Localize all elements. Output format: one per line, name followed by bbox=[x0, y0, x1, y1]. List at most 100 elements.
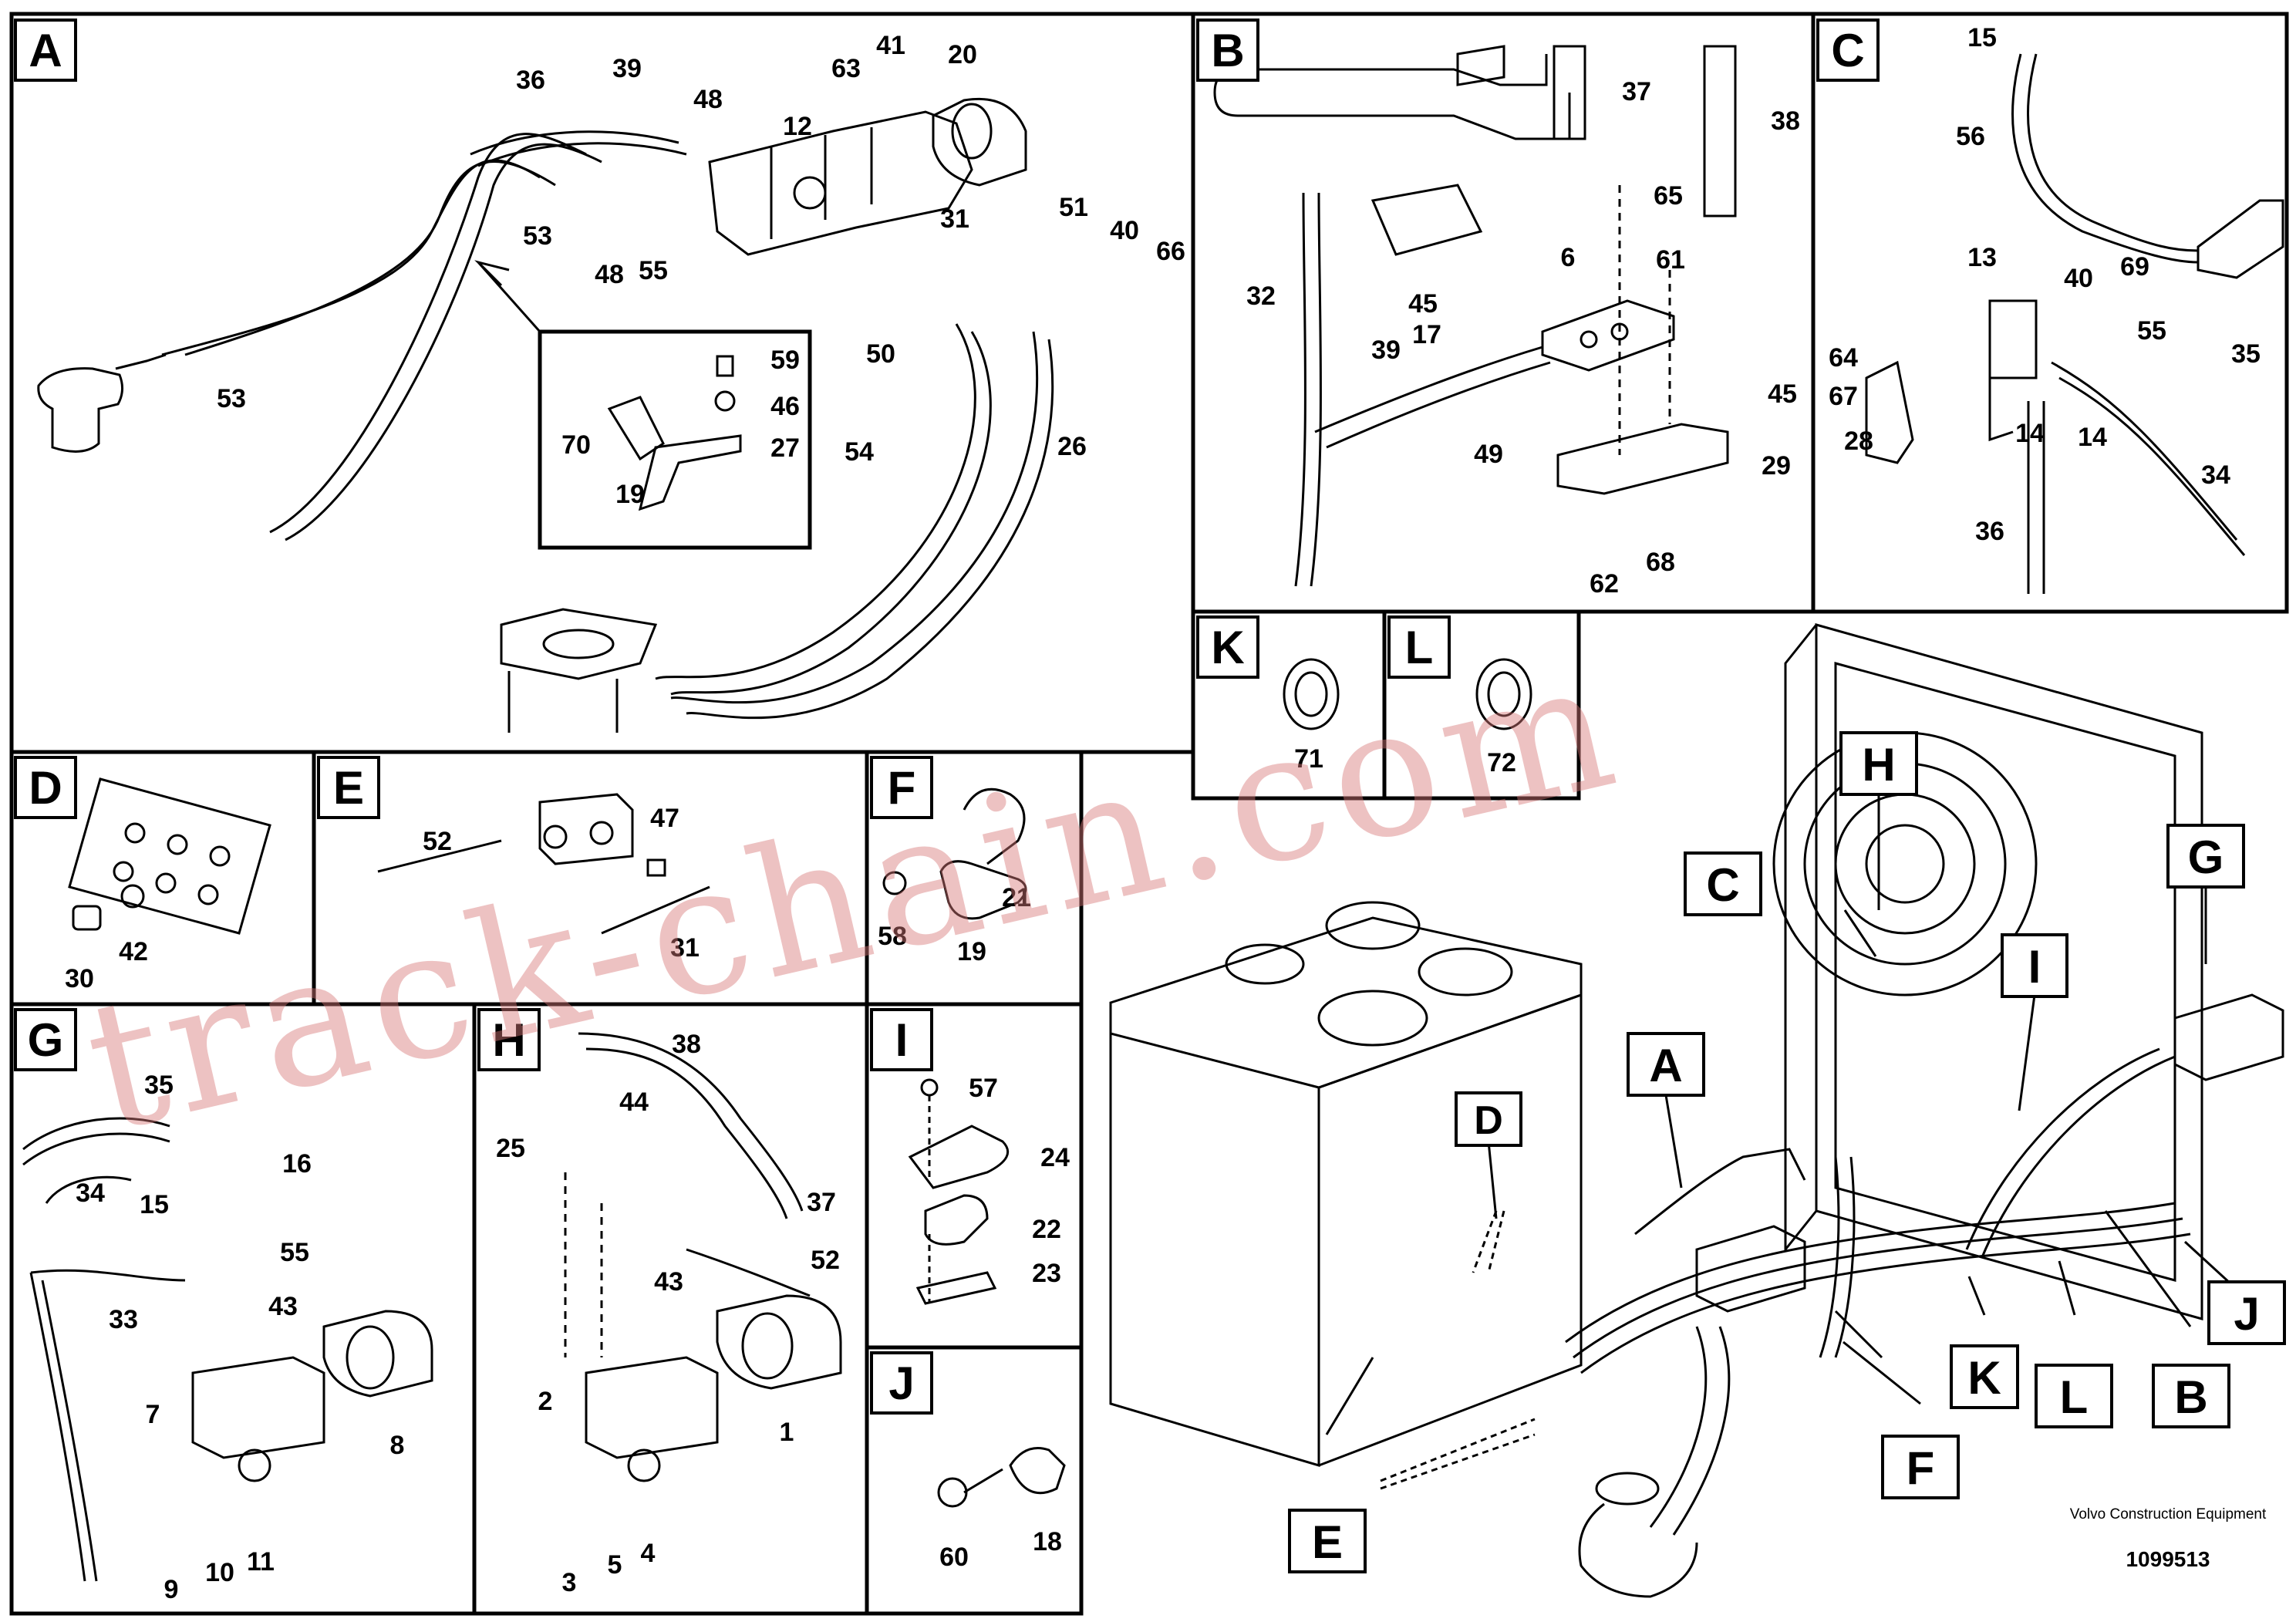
panel-j-drawing bbox=[937, 1447, 1066, 1508]
callout-c-55: 55 bbox=[2137, 316, 2166, 346]
panel-k-letter-box: K bbox=[1196, 615, 1259, 679]
panel-h-drawing bbox=[564, 1032, 842, 1482]
overview-letter-c-box: C bbox=[1684, 851, 1762, 916]
panel-d-letter-box: D bbox=[14, 756, 77, 819]
callout-g-55: 55 bbox=[280, 1238, 309, 1267]
callout-j-18: 18 bbox=[1033, 1527, 1062, 1556]
callout-f-21: 21 bbox=[1002, 883, 1031, 912]
callout-a-39: 39 bbox=[612, 54, 642, 83]
callout-g-10: 10 bbox=[205, 1558, 234, 1587]
callout-g-8: 8 bbox=[390, 1431, 405, 1460]
callout-a-27: 27 bbox=[770, 433, 800, 463]
callout-b-17: 17 bbox=[1412, 320, 1441, 349]
callout-h-2: 2 bbox=[538, 1387, 553, 1416]
overview-letter-f: F bbox=[1907, 1442, 1935, 1494]
panel-g-letter: G bbox=[28, 1014, 64, 1066]
panel-j-letter: J bbox=[888, 1357, 914, 1409]
panel-a-drawing bbox=[37, 97, 1054, 733]
callout-b-39: 39 bbox=[1371, 336, 1401, 365]
panel-d-drawing bbox=[68, 777, 271, 935]
callout-h-44: 44 bbox=[619, 1088, 649, 1117]
panel-l-frame bbox=[1382, 609, 1581, 801]
callout-c-13: 13 bbox=[1967, 243, 1997, 272]
overview-letter-i: I bbox=[2028, 941, 2041, 993]
panel-b-letter: B bbox=[1211, 25, 1244, 76]
callout-g-35: 35 bbox=[144, 1071, 174, 1100]
panel-c-letter: C bbox=[1831, 25, 1864, 76]
callout-a-55: 55 bbox=[639, 256, 668, 285]
callout-f-19: 19 bbox=[957, 937, 986, 966]
panel-kl-drawing bbox=[1283, 658, 1532, 730]
overview-letter-h-box: H bbox=[1839, 731, 1918, 796]
callout-a-50: 50 bbox=[866, 339, 895, 369]
overview-drawing bbox=[1109, 623, 2284, 1598]
callout-g-16: 16 bbox=[282, 1149, 312, 1179]
panel-c-drawing bbox=[1865, 53, 2284, 594]
callout-h-37: 37 bbox=[807, 1188, 836, 1217]
callout-c-69: 69 bbox=[2120, 252, 2149, 282]
callout-j-60: 60 bbox=[939, 1543, 969, 1572]
panel-f-drawing bbox=[882, 787, 1027, 920]
overview-letter-g-box: G bbox=[2166, 824, 2245, 889]
callout-b-61: 61 bbox=[1656, 245, 1685, 275]
callout-b-29: 29 bbox=[1762, 451, 1791, 481]
callout-e-52: 52 bbox=[423, 827, 452, 856]
overview-letter-a: A bbox=[1649, 1040, 1682, 1091]
callout-a-63: 63 bbox=[831, 54, 861, 83]
callout-g-15: 15 bbox=[140, 1190, 169, 1219]
panel-h-frame bbox=[472, 1002, 869, 1616]
overview-letter-d: D bbox=[1474, 1098, 1503, 1143]
callout-h-43: 43 bbox=[654, 1267, 683, 1297]
panel-h-letter: H bbox=[492, 1014, 525, 1066]
overview-letter-g: G bbox=[2188, 831, 2224, 883]
callout-c-35: 35 bbox=[2231, 339, 2261, 369]
callout-e-47: 47 bbox=[650, 804, 679, 833]
callout-a-48b: 48 bbox=[595, 260, 624, 289]
credit-company: Volvo Construction Equipment bbox=[2069, 1506, 2267, 1523]
overview-letter-b-box: B bbox=[2152, 1364, 2230, 1428]
panel-i-letter: I bbox=[895, 1014, 909, 1066]
panel-e-letter-box: E bbox=[317, 756, 380, 819]
panel-h-letter-box: H bbox=[477, 1008, 541, 1071]
callout-g-33: 33 bbox=[109, 1305, 138, 1334]
panel-b-frame bbox=[1191, 12, 1816, 614]
callout-a-40: 40 bbox=[1110, 216, 1139, 245]
callout-g-9: 9 bbox=[164, 1575, 179, 1604]
callout-a-53b: 53 bbox=[217, 384, 246, 413]
callout-h-52: 52 bbox=[811, 1246, 840, 1275]
panel-e-letter: E bbox=[333, 762, 364, 814]
callout-h-5: 5 bbox=[608, 1550, 622, 1580]
callout-c-67: 67 bbox=[1829, 382, 1858, 411]
callout-a-48: 48 bbox=[693, 85, 723, 114]
callout-a-20: 20 bbox=[948, 40, 977, 69]
callout-l-72: 72 bbox=[1487, 748, 1516, 777]
drawing-number: 1099513 bbox=[2126, 1547, 2210, 1571]
panel-l-letter: L bbox=[1405, 622, 1434, 673]
callout-b-49: 49 bbox=[1474, 440, 1503, 469]
callout-h-25: 25 bbox=[496, 1134, 525, 1163]
callout-a-31: 31 bbox=[940, 204, 969, 234]
overview-letter-c: C bbox=[1706, 859, 1739, 911]
callout-d-30: 30 bbox=[65, 964, 94, 993]
callout-c-14b: 14 bbox=[2078, 423, 2107, 452]
panel-i-drawing bbox=[908, 1078, 1010, 1305]
callout-b-62: 62 bbox=[1590, 569, 1619, 599]
callout-c-40: 40 bbox=[2064, 264, 2093, 293]
overview-letters: H C G I A D J K L B F E bbox=[1288, 731, 2286, 1573]
callout-g-11: 11 bbox=[247, 1547, 275, 1576]
panel-g-drawing bbox=[22, 1117, 433, 1582]
callout-a-66: 66 bbox=[1156, 237, 1185, 266]
overview-letter-h: H bbox=[1862, 739, 1895, 791]
overview-letter-e-box: E bbox=[1288, 1509, 1367, 1573]
overview-letter-f-box: F bbox=[1881, 1435, 1960, 1499]
overview-letter-j-box: J bbox=[2207, 1280, 2286, 1345]
callout-c-34: 34 bbox=[2201, 460, 2230, 490]
callout-b-45: 45 bbox=[1408, 289, 1438, 319]
overview-letter-a-box: A bbox=[1627, 1032, 1705, 1097]
callout-c-28: 28 bbox=[1844, 427, 1873, 456]
overview-letter-b: B bbox=[2174, 1371, 2207, 1423]
overview-letter-d-box: D bbox=[1455, 1091, 1522, 1147]
callout-h-1: 1 bbox=[780, 1418, 794, 1447]
overview-letter-i-box: I bbox=[2001, 933, 2068, 998]
panel-j-letter-box: J bbox=[870, 1351, 933, 1415]
